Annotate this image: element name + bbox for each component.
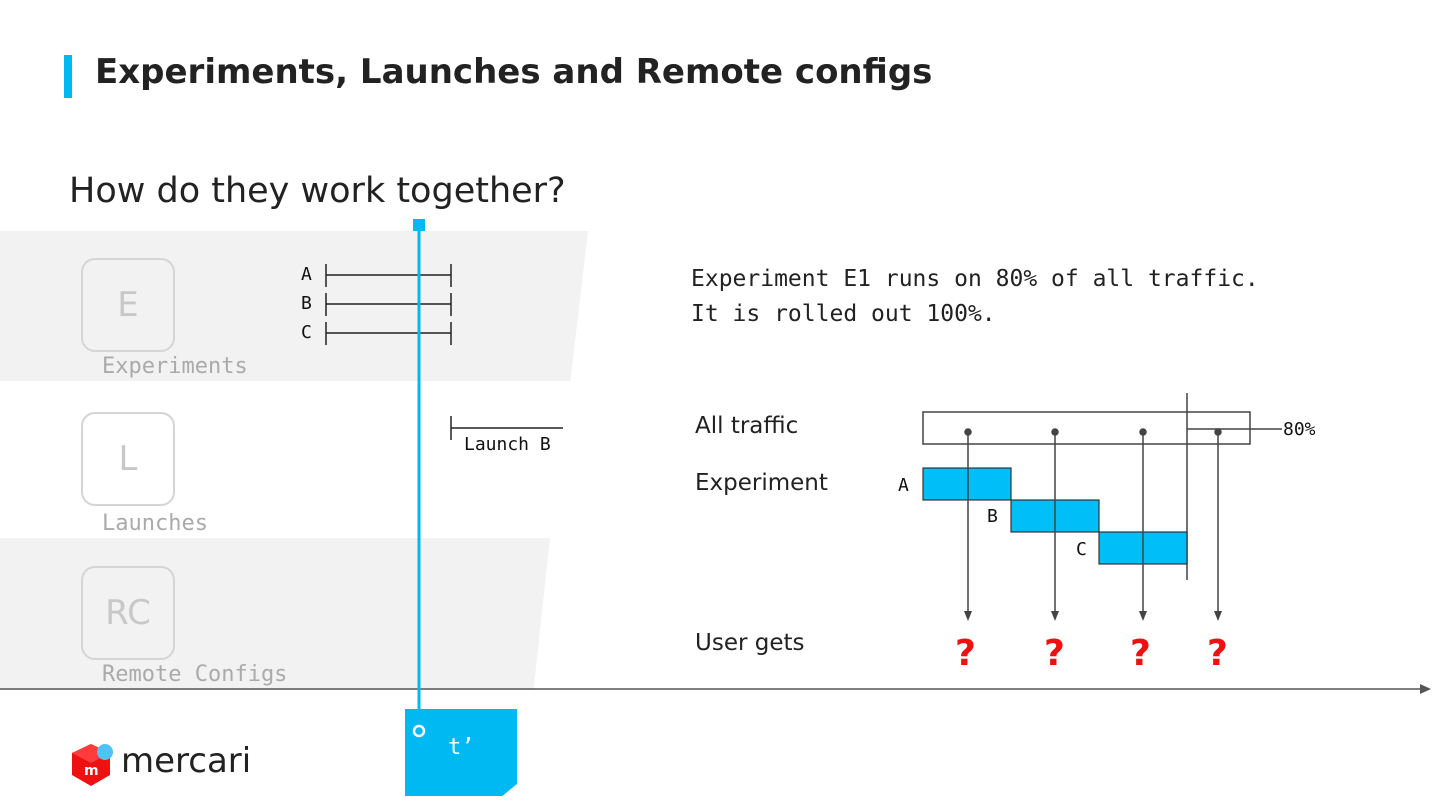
mercari-logo-icon: m xyxy=(72,744,113,786)
slide-title: Experiments, Launches and Remote configs xyxy=(95,52,933,92)
percent-80-label: 80% xyxy=(1283,419,1316,440)
time-marker-card xyxy=(405,709,517,796)
launch-b-label: Launch B xyxy=(464,434,551,455)
result-3-question: ? xyxy=(1130,633,1151,674)
experiments-icon-letter: E xyxy=(117,285,139,325)
experiment-row-label: Experiment xyxy=(695,470,828,496)
time-marker-dot xyxy=(412,724,426,738)
arm-a-label: A xyxy=(301,264,312,285)
block-a-label: A xyxy=(898,475,909,496)
result-4-question: ? xyxy=(1207,633,1228,674)
result-2-question: ? xyxy=(1044,633,1065,674)
user-gets-label: User gets xyxy=(695,630,805,656)
remote-configs-icon-letter: RC xyxy=(105,593,151,633)
mercari-logo-text: mercari xyxy=(121,741,252,781)
result-1-question: ? xyxy=(955,633,976,674)
arm-a-block xyxy=(922,467,1012,501)
time-axis-arrowhead xyxy=(1420,684,1431,694)
block-b-label: B xyxy=(987,506,998,527)
arm-c-label: C xyxy=(301,322,312,343)
title-accent-bar xyxy=(64,55,72,98)
remote-configs-icon: RC xyxy=(81,566,175,660)
experiment-description: Experiment E1 runs on 80% of all traffic… xyxy=(691,262,1259,332)
all-traffic-box xyxy=(922,411,1251,445)
experiment-arm-bars xyxy=(325,264,452,345)
remote-configs-label: Remote Configs xyxy=(102,662,288,687)
time-marker-label: t’ xyxy=(448,735,475,760)
block-c-label: C xyxy=(1076,539,1087,560)
launches-label: Launches xyxy=(102,511,208,536)
svg-text:m: m xyxy=(84,763,99,779)
launches-icon-letter: L xyxy=(118,439,138,479)
experiments-icon: E xyxy=(81,258,175,352)
description-line-2: It is rolled out 100%. xyxy=(691,301,996,327)
launches-icon: L xyxy=(81,412,175,506)
arm-b-label: B xyxy=(301,293,312,314)
experiments-label: Experiments xyxy=(102,354,248,379)
remote-configs-band xyxy=(0,538,550,690)
time-cursor-handle xyxy=(413,219,425,231)
experiments-band xyxy=(0,231,588,381)
slide-subtitle: How do they work together? xyxy=(69,171,566,211)
description-line-1: Experiment E1 runs on 80% of all traffic… xyxy=(691,266,1259,292)
all-traffic-label: All traffic xyxy=(695,413,799,439)
